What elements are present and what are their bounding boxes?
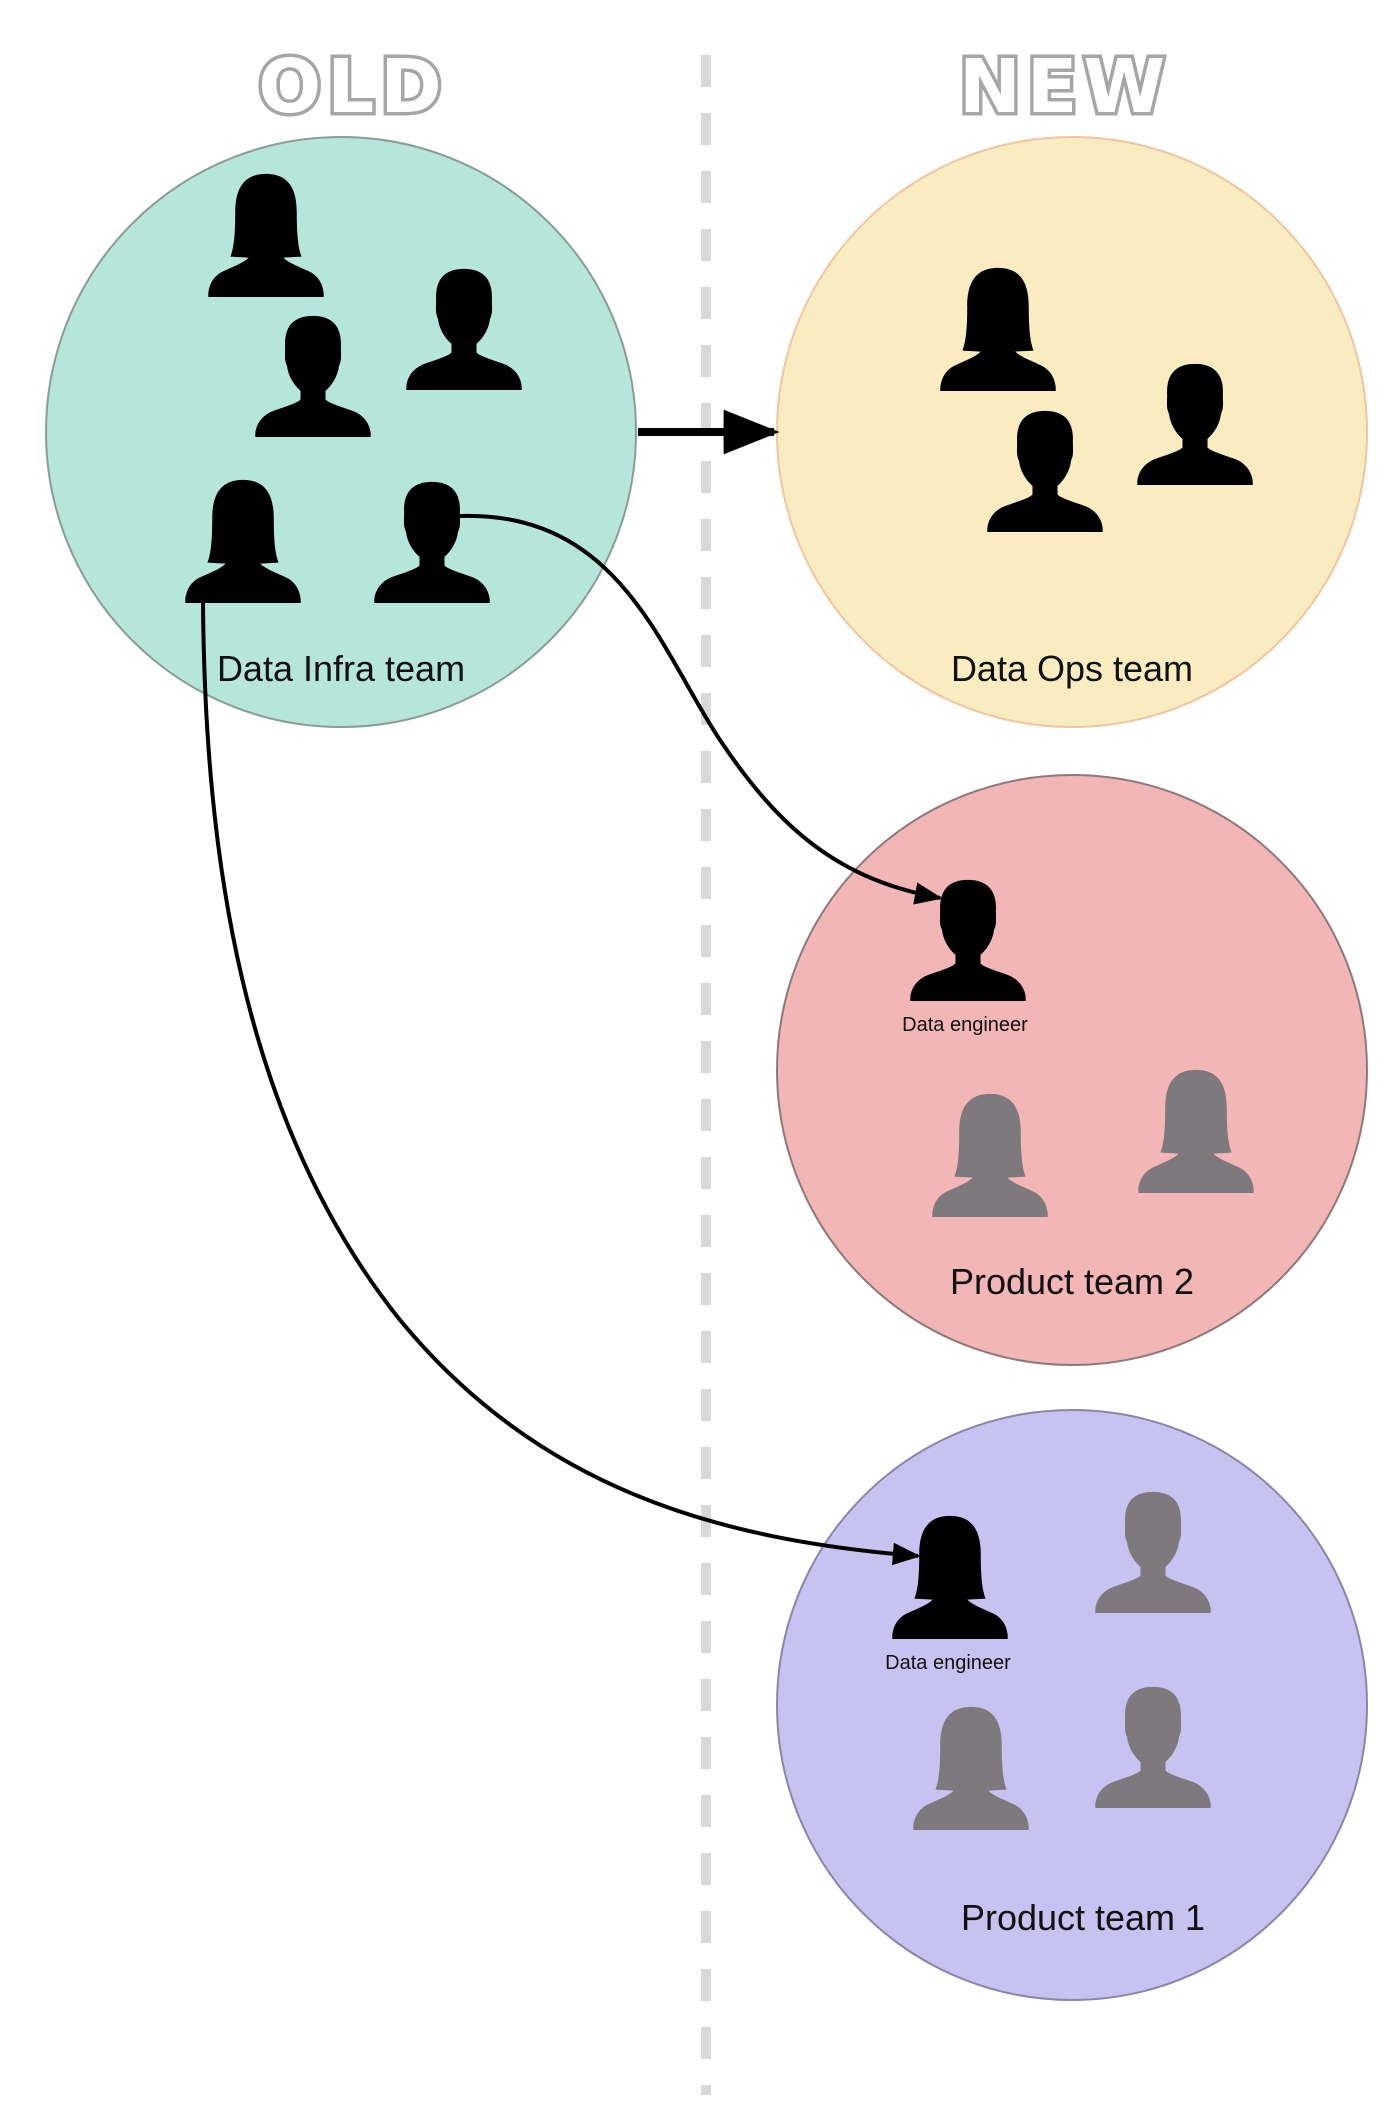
data-infra-team-label: Data Infra team xyxy=(217,648,465,689)
old-heading: OLD xyxy=(258,44,448,130)
data-ops-team-label: Data Ops team xyxy=(951,648,1193,689)
product-team-2-transfer-arrow xyxy=(457,513,943,905)
product-team-2-label: Product team 2 xyxy=(950,1261,1194,1302)
product-team-2-circle xyxy=(776,774,1368,1366)
new-heading: NEW xyxy=(959,44,1171,130)
product-team-1-transfer-arrow xyxy=(201,602,921,1566)
data-engineer-label: Data engineer xyxy=(885,1652,1011,1674)
product-team-1-label: Product team 1 xyxy=(961,1897,1205,1938)
data-engineer-label: Data engineer xyxy=(902,1014,1028,1036)
